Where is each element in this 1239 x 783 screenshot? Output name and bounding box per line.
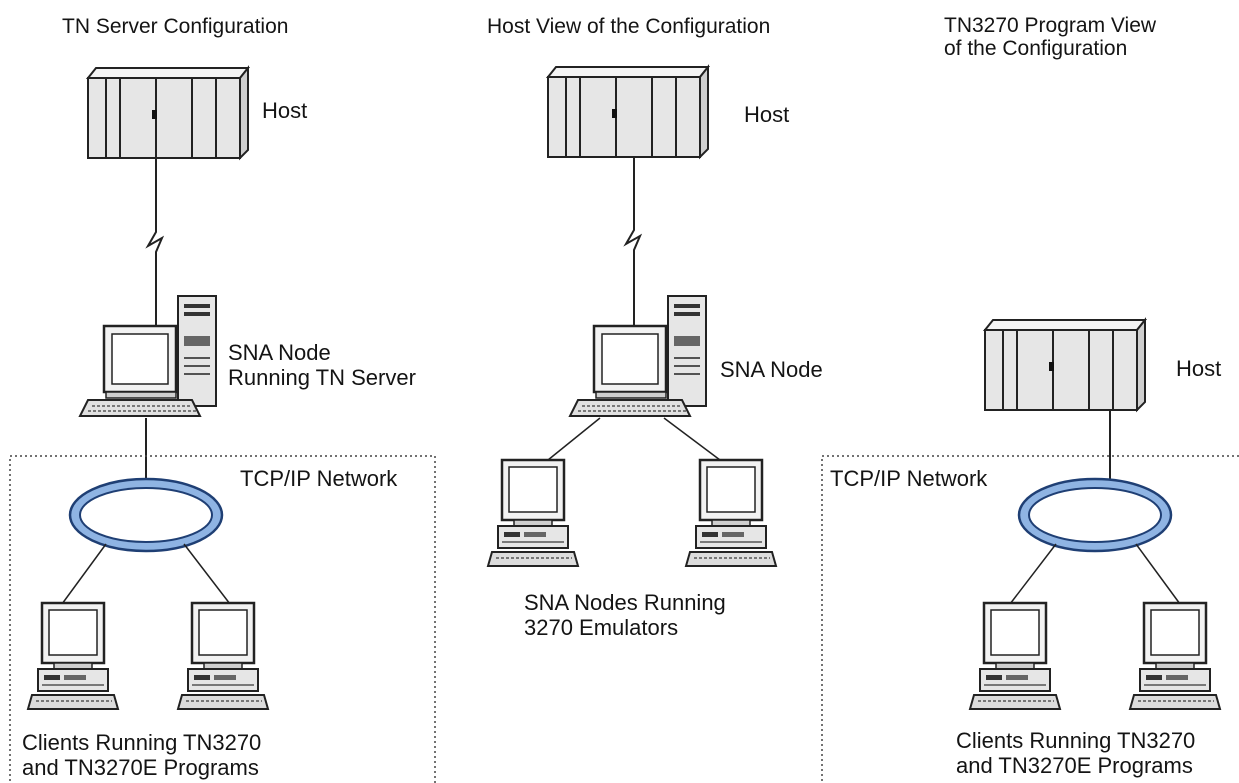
- panel-1-clients-label: Clients Running TN3270 and TN3270E Progr…: [22, 730, 262, 780]
- panel-2-host-label: Host: [744, 102, 790, 127]
- sna-node-workstation-icon-2: [568, 294, 708, 418]
- ring-link-left-3: [1009, 543, 1057, 605]
- node-link-right-2: [663, 417, 721, 461]
- client-workstation-icon-3a: [968, 601, 1062, 711]
- panel-3-clients-label: Clients Running TN3270 and TN3270E Progr…: [956, 728, 1196, 778]
- lightning-link-icon-1: [145, 158, 165, 330]
- emulator-workstation-icon-2a: [486, 458, 580, 568]
- lightning-link-icon-2: [623, 157, 643, 330]
- panel-1-node-label: SNA Node Running TN Server: [228, 340, 416, 390]
- host-mainframe-icon-3: [984, 319, 1146, 411]
- panel-1-title: TN Server Configuration: [62, 15, 289, 38]
- panel-2-nodes-label: SNA Nodes Running 3270 Emulators: [524, 590, 726, 640]
- node-link-left-2: [547, 417, 601, 461]
- client-workstation-icon-3b: [1128, 601, 1222, 711]
- sna-node-workstation-icon-1: [78, 294, 218, 418]
- token-ring-icon-3: [1017, 477, 1173, 553]
- panel-1-host-label: Host: [262, 98, 308, 123]
- token-ring-icon-1: [68, 477, 224, 553]
- panel-1-network-label: TCP/IP Network: [240, 466, 398, 491]
- panel-2-node-label: SNA Node: [720, 357, 823, 382]
- host-mainframe-icon-2: [547, 66, 709, 158]
- ring-link-right-1: [183, 543, 231, 605]
- client-workstation-icon-1b: [176, 601, 270, 711]
- ring-link-right-3: [1135, 543, 1181, 605]
- client-workstation-icon-1a: [26, 601, 120, 711]
- emulator-workstation-icon-2b: [684, 458, 778, 568]
- host-mainframe-icon-1: [87, 67, 249, 159]
- tcp-ip-network-box-3: [821, 455, 1239, 783]
- panel-2-title: Host View of the Configuration: [487, 15, 771, 38]
- ring-link-left-1: [61, 543, 107, 605]
- panel-3-network-label: TCP/IP Network: [830, 466, 988, 491]
- panel-3-title: TN3270 Program View of the Configuration: [944, 14, 1157, 60]
- panel-3-host-label: Host: [1176, 356, 1222, 381]
